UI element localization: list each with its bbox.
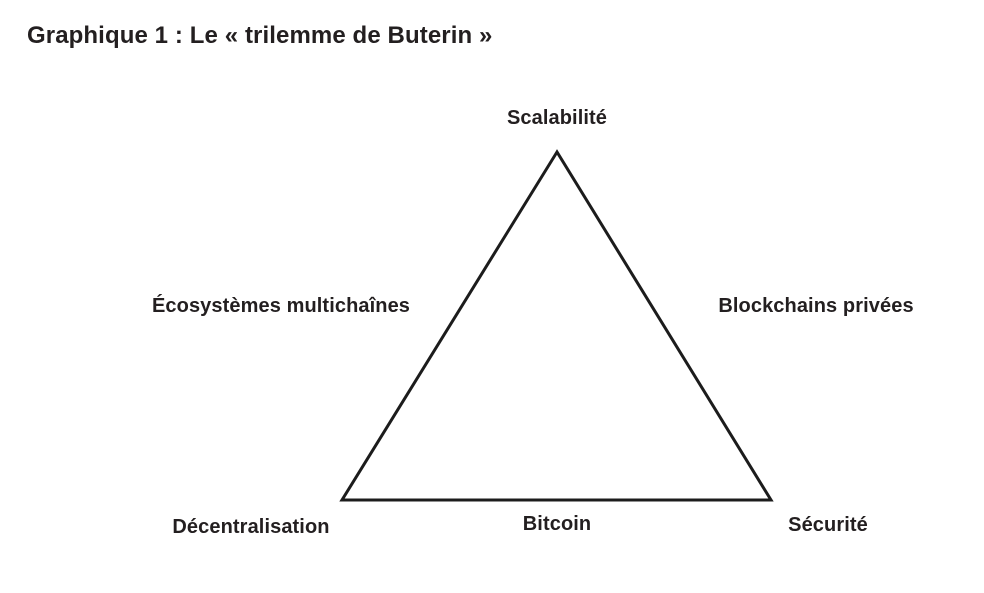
vertex-label-decentralization: Décentralisation bbox=[172, 516, 330, 538]
vertex-label-security: Sécurité bbox=[788, 514, 868, 536]
figure-title: Graphique 1 : Le « trilemme de Buterin » bbox=[27, 22, 493, 49]
edge-label-private-blockchains: Blockchains privées bbox=[718, 295, 914, 317]
edge-label-multichain-ecosystems: Écosystèmes multichaînes bbox=[151, 295, 411, 317]
triangle-outline bbox=[339, 149, 774, 502]
edge-label-bitcoin: Bitcoin bbox=[522, 513, 592, 535]
vertex-label-scalability: Scalabilité bbox=[506, 107, 608, 129]
